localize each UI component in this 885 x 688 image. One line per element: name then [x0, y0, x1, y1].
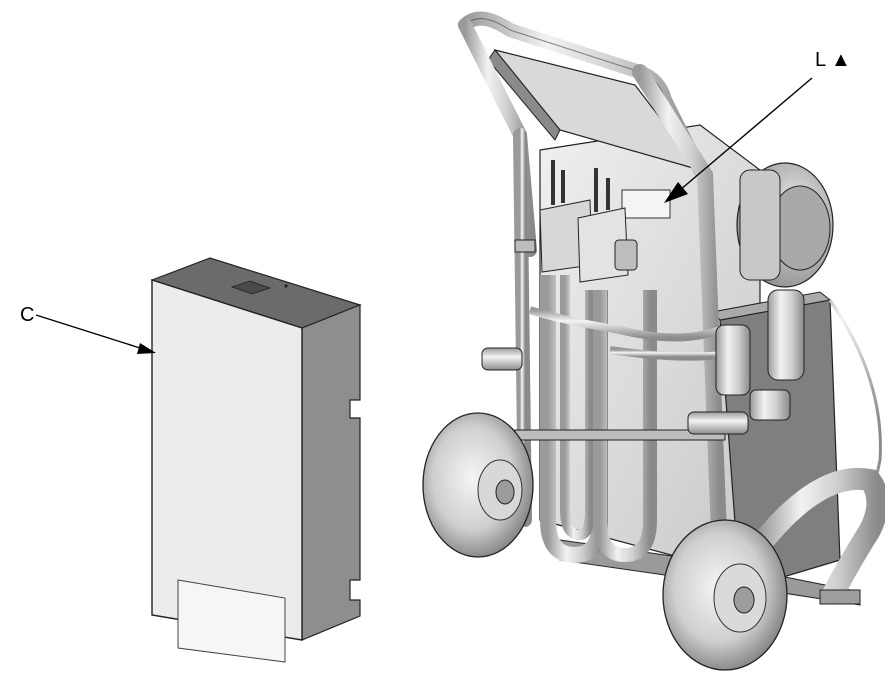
callout-l-arrowhead — [664, 182, 688, 203]
callout-l-label: L ▲ — [815, 49, 851, 71]
manifold-blocks — [539, 160, 638, 283]
callout-l-leader — [679, 77, 813, 191]
callout-c-leader — [35, 314, 141, 349]
callout-c-arrowhead — [137, 343, 156, 354]
cover-panel — [150, 257, 362, 663]
callout-c-label: C — [20, 304, 34, 326]
left-wheel — [422, 412, 534, 558]
right-wheel — [662, 519, 788, 671]
sprayer-machine — [422, 11, 885, 671]
callout-c: C — [20, 304, 156, 354]
callout-l: L ▲ — [664, 49, 851, 203]
